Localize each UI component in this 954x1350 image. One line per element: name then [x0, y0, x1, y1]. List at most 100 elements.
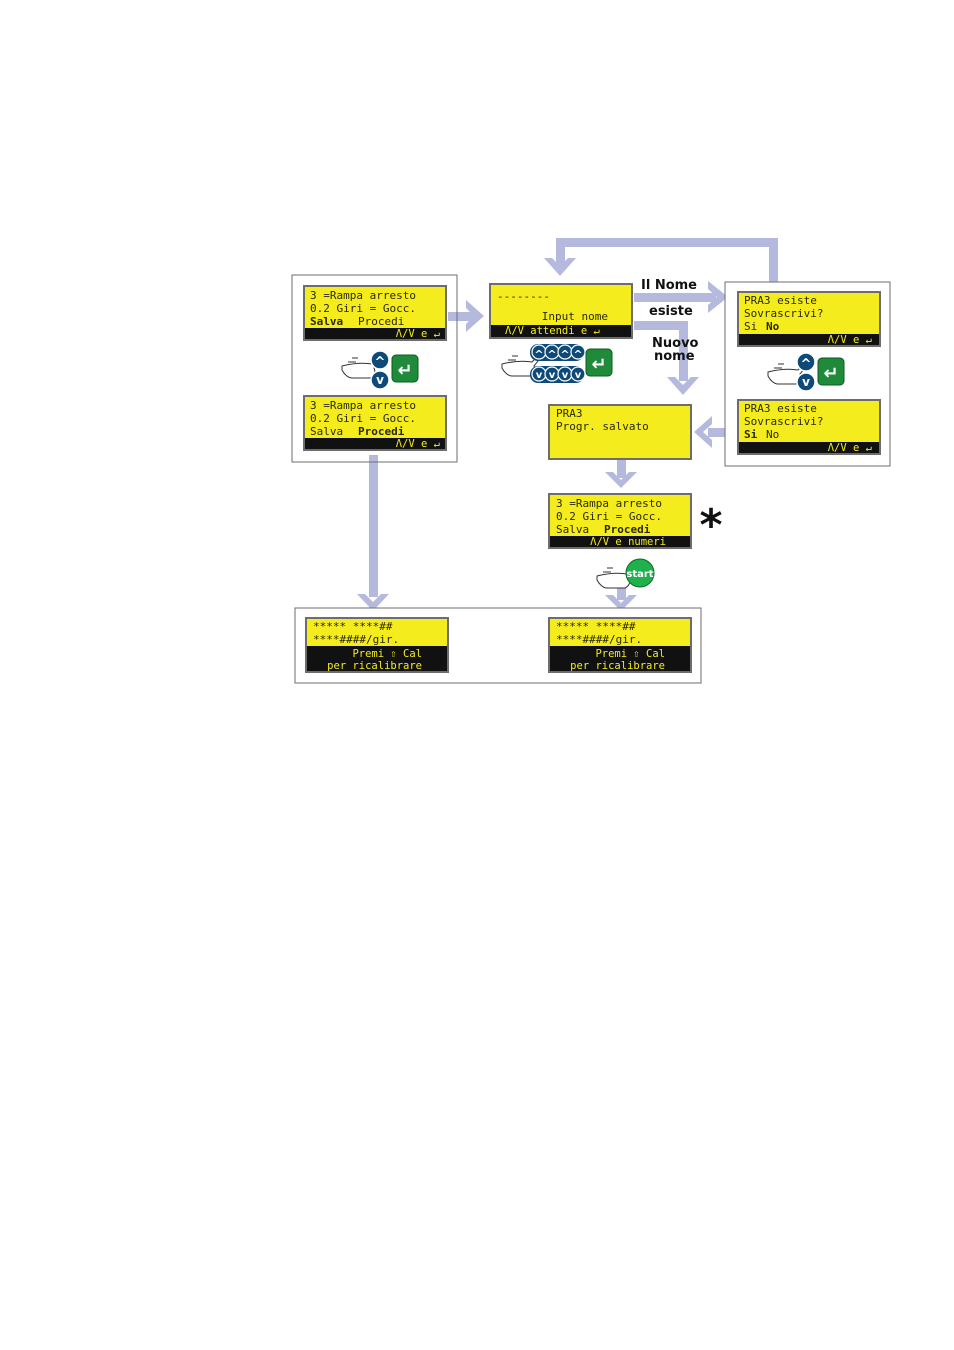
- label-name-exists-2: esiste: [649, 304, 693, 319]
- arrow-saved-to-ramp-head: [605, 472, 637, 488]
- up-arrow-keys-row[interactable]: ^ ^ ^ ^: [530, 344, 586, 361]
- lcd-line: 3 =Rampa arresto: [310, 399, 416, 412]
- svg-text:v: v: [802, 375, 810, 389]
- lcd-input-name: -------- Input nome Λ/V attendi e ↵: [489, 283, 633, 339]
- svg-text:^: ^: [801, 357, 812, 372]
- label-new-name-1: Nuovo: [652, 336, 699, 351]
- loop-arrowhead: [544, 258, 576, 276]
- down-arrow-key-icon[interactable]: v: [370, 370, 390, 390]
- lcd-option-si: Si: [744, 320, 757, 333]
- lcd-overwrite-si: PRA3 esiste Sovrascrivi? Si No Λ/V e ↵: [737, 399, 881, 455]
- lcd-line: PRA3: [556, 407, 583, 420]
- label-name-exists-1: Il Nome: [641, 278, 697, 293]
- arrow-to-input-head: [466, 300, 484, 332]
- lcd-option-no: No: [766, 428, 779, 441]
- lcd-line: Input nome: [542, 310, 608, 323]
- lcd-line: 0.2 Giri = Gocc.: [556, 510, 662, 523]
- lcd-ramp-save: 3 =Rampa arresto 0.2 Giri = Gocc. Salva …: [303, 285, 447, 341]
- hand-pointer-icon: [341, 357, 380, 379]
- arrow-saved-to-ramp-shaft: [617, 460, 626, 478]
- loop-arrow-left-drop: [556, 238, 565, 268]
- lcd-line: Progr. salvato: [556, 420, 649, 433]
- up-arrow-key-icon[interactable]: ^: [544, 344, 560, 361]
- lcd-footer: Λ/V attendi e ↵: [505, 325, 600, 337]
- lcd-option-procedi: Procedi: [358, 315, 404, 328]
- lcd-footer: Λ/V e ↵: [828, 334, 872, 346]
- svg-text:↵: ↵: [397, 360, 412, 381]
- hand-pointer-icon: [501, 355, 540, 377]
- lcd-ramp-numbers: 3 =Rampa arresto 0.2 Giri = Gocc. Salva …: [548, 493, 692, 549]
- lcd-line: 3 =Rampa arresto: [556, 497, 662, 510]
- svg-text:v: v: [536, 370, 543, 381]
- arrow-to-input-shaft: [448, 312, 474, 321]
- lcd-line: ***** ****##: [556, 620, 636, 633]
- down-arrow-key-icon[interactable]: v: [796, 372, 816, 392]
- lcd-line: ****####/gir.: [556, 633, 642, 646]
- lcd-line: PRA3 esiste: [744, 294, 817, 307]
- lcd-line: 3 =Rampa arresto: [310, 289, 416, 302]
- svg-text:^: ^: [573, 348, 582, 361]
- up-arrow-key-icon[interactable]: ^: [570, 344, 586, 361]
- lcd-overwrite-no: PRA3 esiste Sovrascrivi? Si No Λ/V e ↵: [737, 291, 881, 347]
- lcd-line: PRA3 esiste: [744, 402, 817, 415]
- svg-text:v: v: [562, 370, 569, 381]
- hand-pointer-icon: [767, 363, 806, 385]
- lcd-footer: per ricalibrare: [327, 660, 422, 672]
- down-arrow-key-icon[interactable]: v: [570, 366, 586, 382]
- svg-text:v: v: [376, 373, 384, 387]
- svg-text:^: ^: [547, 348, 556, 361]
- svg-text:^: ^: [560, 348, 569, 361]
- lcd-footer: Λ/V e ↵: [396, 438, 440, 450]
- up-arrow-key-icon[interactable]: ^: [370, 350, 390, 370]
- lcd-footer: Λ/V e ↵: [396, 328, 440, 340]
- lcd-option-procedi-selected: Procedi: [604, 523, 651, 536]
- arrow-new-name-h: [634, 321, 688, 330]
- svg-text:start: start: [626, 569, 653, 580]
- loop-arrow-right-rise: [769, 238, 778, 284]
- label-new-name-2: nome: [654, 349, 695, 364]
- lcd-option-salva-selected: Salva: [310, 315, 343, 328]
- arrow-name-exists-head: [708, 281, 728, 313]
- arrow-proceed-to-calib-shaft: [369, 455, 378, 597]
- arrow-proceed-to-calib-head: [357, 594, 389, 611]
- lcd-footer: Premi ⇧ Cal: [352, 648, 422, 660]
- down-arrow-key-icon[interactable]: v: [544, 366, 560, 382]
- arrow-overwrite-to-saved-head: [694, 416, 712, 448]
- lcd-option-si-selected: Si: [744, 428, 758, 441]
- start-button-icon[interactable]: start: [625, 558, 655, 588]
- svg-text:↵: ↵: [591, 354, 606, 375]
- enter-key-icon[interactable]: ↵: [391, 354, 419, 383]
- svg-text:v: v: [549, 370, 556, 381]
- lcd-option-procedi-selected: Procedi: [358, 425, 405, 438]
- lcd-footer: Premi ⇧ Cal: [595, 648, 665, 660]
- lcd-option-salva: Salva: [556, 523, 589, 536]
- arrow-new-name-head: [667, 377, 699, 395]
- enter-key-icon[interactable]: ↵: [585, 348, 613, 377]
- lcd-footer: Λ/V e numeri: [590, 536, 666, 548]
- lcd-line: 0.2 Giri = Gocc.: [310, 302, 416, 315]
- lcd-calib-right: ***** ****## ****####/gir. Premi ⇧ Cal p…: [548, 617, 692, 673]
- arrow-overwrite-to-saved-shaft: [708, 428, 736, 437]
- arrow-new-name-v: [679, 321, 688, 381]
- lcd-line: ****####/gir.: [313, 633, 399, 646]
- down-arrow-key-icon[interactable]: v: [531, 366, 547, 382]
- down-arrow-key-icon[interactable]: v: [557, 366, 573, 382]
- group-frame-left: [291, 274, 458, 463]
- svg-text:^: ^: [534, 348, 543, 361]
- svg-text:v: v: [575, 370, 582, 381]
- lcd-footer: Λ/V e ↵: [828, 442, 872, 454]
- lcd-calib-left: ***** ****## ****####/gir. Premi ⇧ Cal p…: [305, 617, 449, 673]
- enter-key-icon[interactable]: ↵: [817, 357, 845, 386]
- arrow-name-exists-shaft: [634, 293, 716, 302]
- lcd-line: --------: [497, 290, 550, 303]
- lcd-line: Sovrascrivi?: [744, 307, 823, 320]
- lcd-option-no-selected: No: [766, 320, 780, 333]
- lcd-line: ***** ****##: [313, 620, 393, 633]
- lcd-saved: PRA3 Progr. salvato: [548, 404, 692, 460]
- loop-arrow-top: [556, 238, 778, 247]
- flow-arrows: [357, 238, 778, 611]
- up-arrow-key-icon[interactable]: ^: [796, 352, 816, 372]
- note-asterisk: *: [699, 500, 722, 551]
- down-arrow-keys-row[interactable]: v v v v: [530, 366, 586, 383]
